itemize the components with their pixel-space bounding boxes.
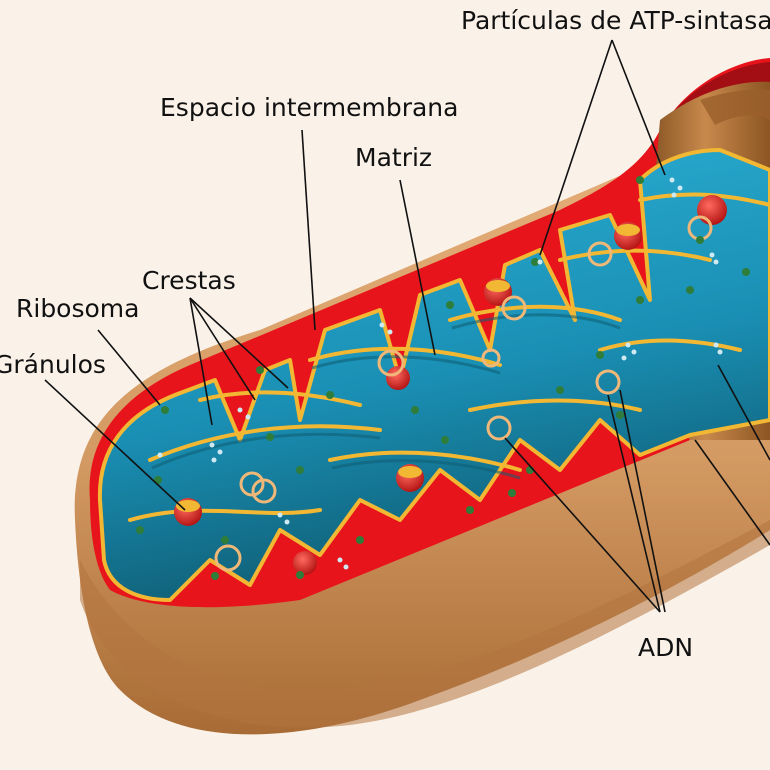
- label-granules: Gránulos: [0, 350, 106, 379]
- outer-membrane-shade: [80, 520, 770, 728]
- label-atp-synthase: Partículas de ATP-sintasa: [461, 6, 770, 35]
- leader-lines: [44, 39, 770, 613]
- ribosomes: [136, 176, 750, 580]
- label-ribosome: Ribosoma: [16, 294, 140, 323]
- atp-synthase-particles: [157, 177, 723, 570]
- label-cristae: Crestas: [142, 266, 236, 295]
- granules: [174, 195, 727, 575]
- label-dna: ADN: [638, 633, 694, 662]
- label-matrix: Matriz: [355, 143, 433, 172]
- cristae: [128, 192, 770, 522]
- dna-rings: [214, 215, 713, 572]
- label-intermembrane-space: Espacio intermembrana: [160, 93, 459, 122]
